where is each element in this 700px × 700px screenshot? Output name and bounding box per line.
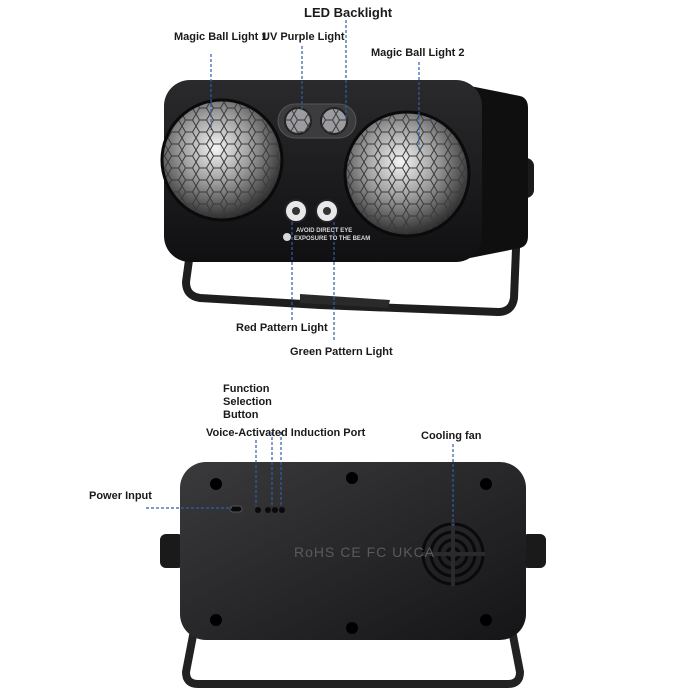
label-magic-ball-1: Magic Ball Light 1 bbox=[174, 31, 268, 43]
voice-induction-port bbox=[265, 507, 271, 513]
label-function-selection-2: Selection bbox=[223, 396, 272, 408]
power-input-port bbox=[229, 505, 243, 513]
certification-marks: RoHS CE FC UKCA bbox=[294, 544, 436, 560]
label-uv-purple: UV Purple Light bbox=[262, 31, 345, 43]
back-right-knob bbox=[522, 534, 546, 568]
laser-warning-text-1: AVOID DIRECT EYE bbox=[296, 228, 353, 234]
label-function-selection-3: Button bbox=[223, 409, 259, 421]
laser-warning-text-2: EXPOSURE TO THE BEAM bbox=[294, 236, 371, 242]
label-voice-port: Voice-Activated Induction Port bbox=[206, 427, 366, 439]
label-function-selection-1: Function bbox=[223, 383, 270, 395]
front-leader-lines bbox=[210, 20, 420, 342]
back-housing bbox=[180, 462, 526, 640]
label-magic-ball-2: Magic Ball Light 2 bbox=[371, 47, 465, 59]
laser-warning-icon bbox=[283, 233, 291, 241]
back-left-knob bbox=[160, 534, 184, 568]
back-bracket bbox=[182, 619, 524, 688]
front-device bbox=[160, 80, 534, 316]
label-green-pattern: Green Pattern Light bbox=[290, 346, 393, 358]
label-red-pattern: Red Pattern Light bbox=[236, 322, 328, 334]
function-selection-button bbox=[255, 507, 261, 513]
back-leader-lines bbox=[146, 432, 454, 526]
back-device bbox=[160, 462, 546, 688]
label-led-backlight: LED Backlight bbox=[304, 5, 393, 20]
label-cooling-fan: Cooling fan bbox=[421, 430, 482, 442]
front-bracket bbox=[182, 199, 522, 316]
label-power-input: Power Input bbox=[89, 490, 152, 502]
